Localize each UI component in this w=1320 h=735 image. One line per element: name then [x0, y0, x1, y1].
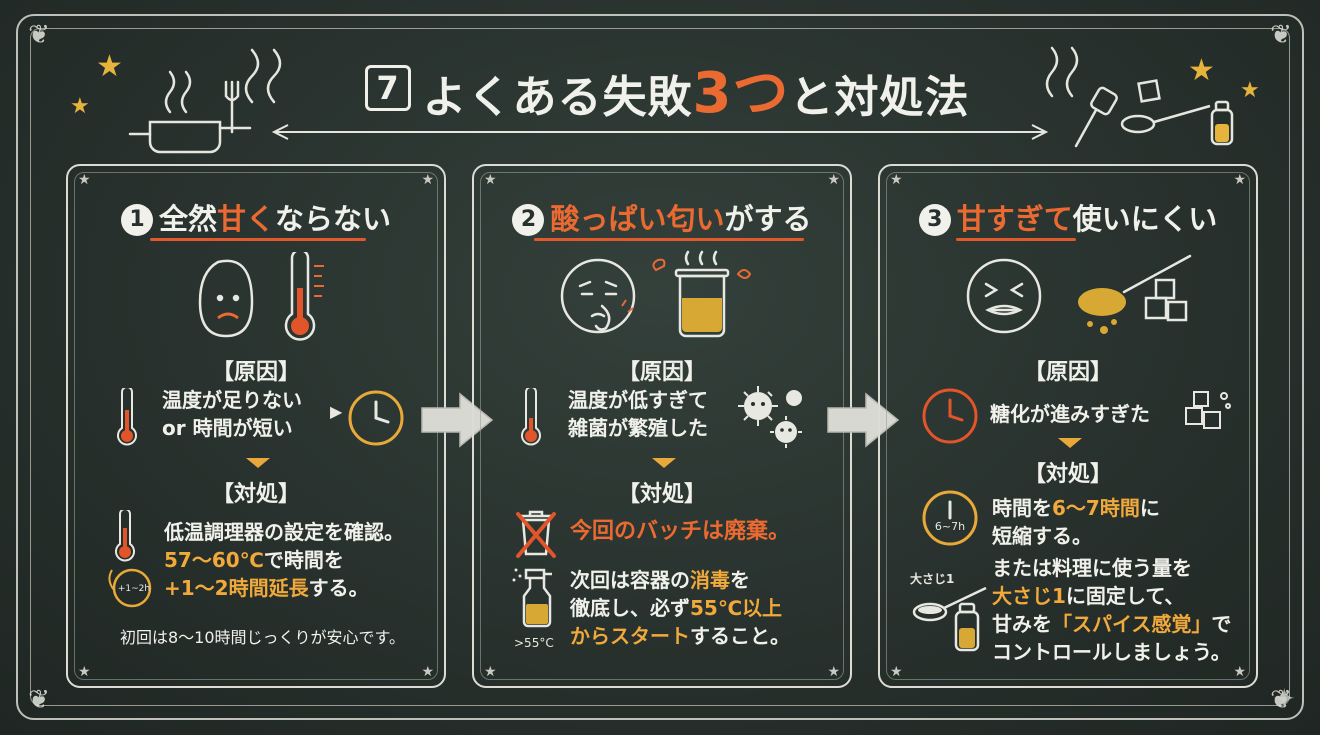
arrow-right-icon — [827, 392, 900, 448]
star-icon: ★ — [1188, 53, 1215, 88]
sugar-cube-icon — [1185, 391, 1231, 429]
inner-frame — [30, 28, 1290, 706]
corner-ornament-icon: ❦ — [1270, 20, 1292, 50]
page-title: 7 よくある失敗3つと対処法 — [322, 56, 1012, 126]
title-part1: よくある失敗 — [422, 71, 693, 123]
fix-label: 【対処】 — [617, 482, 706, 507]
double-arrow-icon — [271, 124, 1049, 140]
clock-tag: +1~2h — [117, 584, 151, 594]
cause-label: 【原因】 — [211, 360, 300, 385]
germ-icon — [738, 386, 802, 448]
spatula-icon — [1074, 86, 1118, 148]
star-icon: ★ — [1240, 78, 1260, 103]
arrow-small-icon: ▶ — [330, 402, 343, 421]
outer-frame — [16, 14, 1304, 720]
cause-label: 【原因】 — [1023, 360, 1112, 385]
down-triangle-icon — [246, 458, 270, 468]
thermometer-icon — [117, 388, 137, 446]
cause-line: 糖化が進みすぎた — [990, 402, 1150, 426]
fix-line: 低温調理器の設定を確認。 — [164, 520, 404, 544]
trash-icon — [516, 510, 556, 558]
panel-number: 2 — [512, 204, 545, 236]
cause-line: or 時間が短い — [162, 416, 293, 440]
steam-icon — [244, 48, 282, 104]
spoon-salt-icon — [912, 586, 987, 652]
tip-note: 初回は8〜10時間じっくりが安心です。 — [120, 628, 405, 647]
title-part2: と対処法 — [789, 71, 970, 123]
sparkle-icon: ✦ — [1272, 682, 1296, 715]
steam-icon — [1045, 46, 1079, 98]
temp-tag: >55°C — [514, 636, 554, 650]
corner-ornament-icon: ❦ — [28, 685, 50, 715]
spray-bottle-icon — [512, 568, 552, 628]
cause-label: 【原因】 — [617, 360, 706, 385]
star-icon: ★ — [70, 94, 90, 119]
overwhelmed-face-sugar-icon — [966, 254, 1192, 334]
star-icon: ★ — [96, 49, 123, 84]
clock-icon — [922, 490, 978, 546]
fix-label: 【対処】 — [211, 482, 300, 507]
title-highlight: 3つ — [692, 60, 790, 126]
disgusted-face-jar-icon — [560, 250, 752, 338]
discard-text: 今回のバッチは廃棄。 — [570, 519, 791, 544]
cause-line: 温度が低すぎて — [568, 388, 708, 412]
clock-tag: 6~7h — [934, 520, 966, 533]
pan-icon — [128, 70, 252, 154]
corner-ornament-icon: ❦ — [28, 20, 50, 50]
thermometer-icon — [521, 388, 541, 446]
thermometer-clock-icon — [108, 510, 152, 608]
sad-rice-grain-icon — [198, 252, 324, 341]
clock-icon — [348, 390, 404, 446]
corner-ornament-icon: ❦ — [1270, 685, 1292, 715]
down-triangle-icon — [1058, 438, 1082, 448]
sugar-spoon-icon — [1120, 79, 1234, 146]
fix-label: 【対処】 — [1023, 462, 1112, 487]
cause-line: 温度が足りない — [162, 388, 302, 412]
spoon-tag: 大さじ1 — [910, 572, 955, 586]
panel-number: 3 — [918, 204, 951, 236]
arrow-right-icon — [421, 392, 494, 448]
panel-number: 1 — [120, 204, 153, 236]
clock-icon — [922, 388, 978, 444]
cause-line: 雑菌が繁殖した — [568, 416, 708, 440]
title-number-badge: 7 — [364, 65, 411, 111]
down-triangle-icon — [652, 458, 676, 468]
